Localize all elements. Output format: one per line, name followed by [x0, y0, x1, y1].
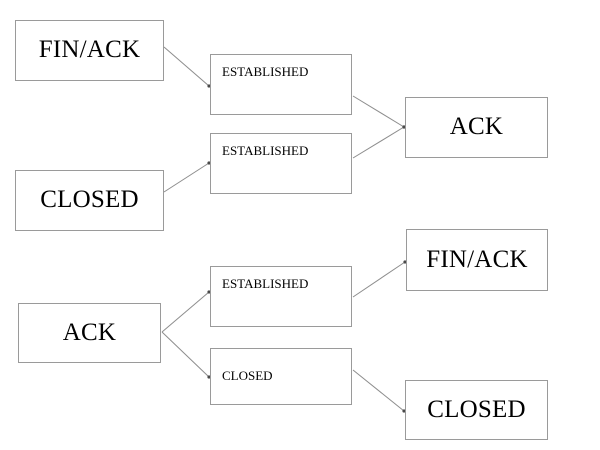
edge-closed-to-established-2	[163, 161, 211, 193]
connector-line	[352, 369, 405, 412]
state-box-label: ESTABLISHED	[222, 276, 309, 291]
state-box-label: CLOSED	[222, 368, 273, 384]
edge-finack-to-established-1	[163, 46, 211, 88]
edge-established-2-to-ack	[352, 125, 406, 159]
edge-ack-to-established-lower	[161, 290, 211, 333]
connector-line	[352, 95, 405, 128]
state-box-closed-lower-right[interactable]: CLOSED	[405, 380, 548, 440]
state-box-ack-right[interactable]: ACK	[405, 97, 548, 158]
state-box-closed-left[interactable]: CLOSED	[15, 170, 164, 231]
connector-line	[352, 261, 406, 298]
connector-line	[352, 126, 405, 159]
state-box-closed-middle[interactable]: CLOSED	[210, 348, 352, 405]
state-box-fin-ack-top-left[interactable]: FIN/ACK	[15, 20, 164, 81]
edge-established-to-finack	[352, 260, 407, 298]
edge-established-1-to-ack	[352, 95, 406, 129]
state-box-label: FIN/ACK	[38, 36, 141, 64]
state-box-label: FIN/ACK	[426, 245, 528, 273]
state-box-fin-ack-lower-right[interactable]: FIN/ACK	[406, 229, 548, 291]
state-box-ack-lower-left[interactable]: ACK	[18, 303, 161, 363]
state-box-label: ACK	[62, 318, 117, 346]
state-box-label: CLOSED	[40, 186, 139, 214]
state-box-label: ESTABLISHED	[222, 143, 309, 158]
edge-ack-to-closed-middle	[161, 331, 211, 379]
connector-line	[163, 162, 210, 193]
state-box-label: CLOSED	[427, 395, 526, 423]
state-box-label: ESTABLISHED	[222, 64, 309, 79]
state-box-established-upper-2[interactable]: ESTABLISHED	[210, 133, 352, 194]
connector-line	[161, 331, 210, 378]
state-box-established-lower[interactable]: ESTABLISHED	[210, 266, 352, 327]
connector-line	[161, 291, 210, 333]
connector-line	[163, 46, 210, 87]
state-box-label: ACK	[449, 113, 504, 141]
state-box-established-upper-1[interactable]: ESTABLISHED	[210, 54, 352, 115]
edge-closed-middle-to-closed	[352, 369, 406, 413]
